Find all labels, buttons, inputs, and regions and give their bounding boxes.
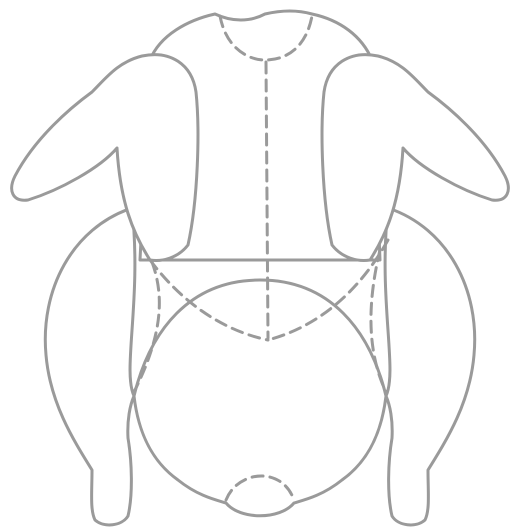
lower-body-outline [134,280,386,516]
right-leg-outline [385,208,475,525]
left-leg-outline [45,208,135,525]
breast-center-line [266,62,268,338]
